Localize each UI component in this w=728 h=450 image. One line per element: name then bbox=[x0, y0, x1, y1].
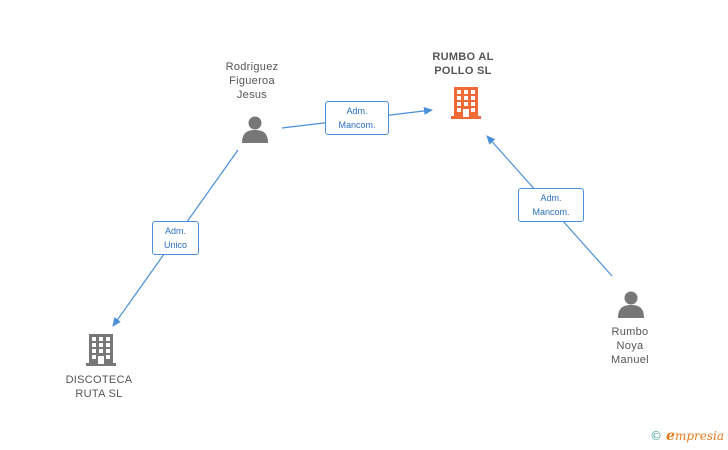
node-label-discoteca: DISCOTECA RUTA SL bbox=[65, 374, 133, 400]
brand-initial: e bbox=[666, 428, 675, 444]
brand-name: mpresia bbox=[674, 429, 724, 443]
node-label-rumbo-noya: Rumbo Noya Manuel bbox=[611, 326, 649, 366]
copyright-symbol: © bbox=[650, 429, 663, 443]
empresia-logo[interactable]: ©empresia bbox=[650, 428, 724, 444]
node-label-rodriguez: Rodriguez Figueroa Jesus bbox=[225, 61, 279, 101]
building-icon-focus[interactable] bbox=[448, 85, 484, 121]
person-icon[interactable] bbox=[240, 114, 270, 144]
edge-label-adm-mancom: Adm. Mancom. bbox=[325, 101, 389, 135]
building-icon[interactable] bbox=[83, 332, 119, 368]
edge-label-adm-unico: Adm. Unico bbox=[152, 221, 199, 255]
node-label-rumbo-al-pollo: RUMBO AL POLLO SL bbox=[432, 51, 494, 77]
person-icon[interactable] bbox=[616, 289, 646, 319]
edge-label-adm-mancom: Adm. Mancom. bbox=[518, 188, 584, 222]
